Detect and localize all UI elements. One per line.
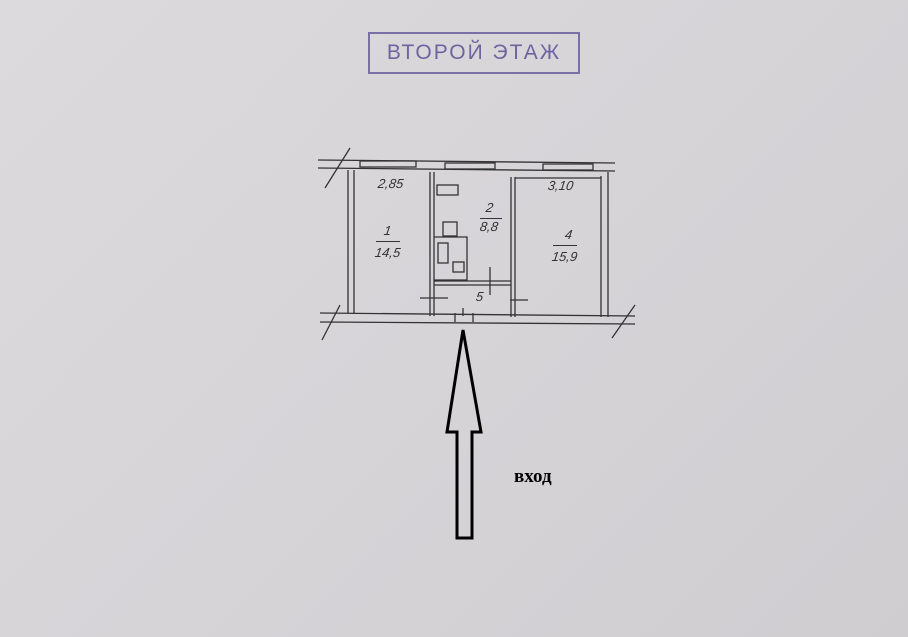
entrance-label: вход — [514, 466, 552, 487]
room-area: 15,9 — [550, 249, 579, 264]
room-area: 14,5 — [373, 245, 402, 260]
window — [542, 163, 594, 171]
dimension-label: 2,85 — [376, 176, 405, 191]
window — [444, 162, 496, 170]
floor-stamp: ВТОРОЙ ЭТАЖ — [368, 32, 580, 74]
dimension-label: 3,10 — [546, 178, 575, 193]
window — [359, 160, 417, 168]
room-area: 8,8 — [478, 219, 500, 234]
entrance-arrow — [445, 329, 483, 540]
stove-icon — [436, 184, 459, 196]
